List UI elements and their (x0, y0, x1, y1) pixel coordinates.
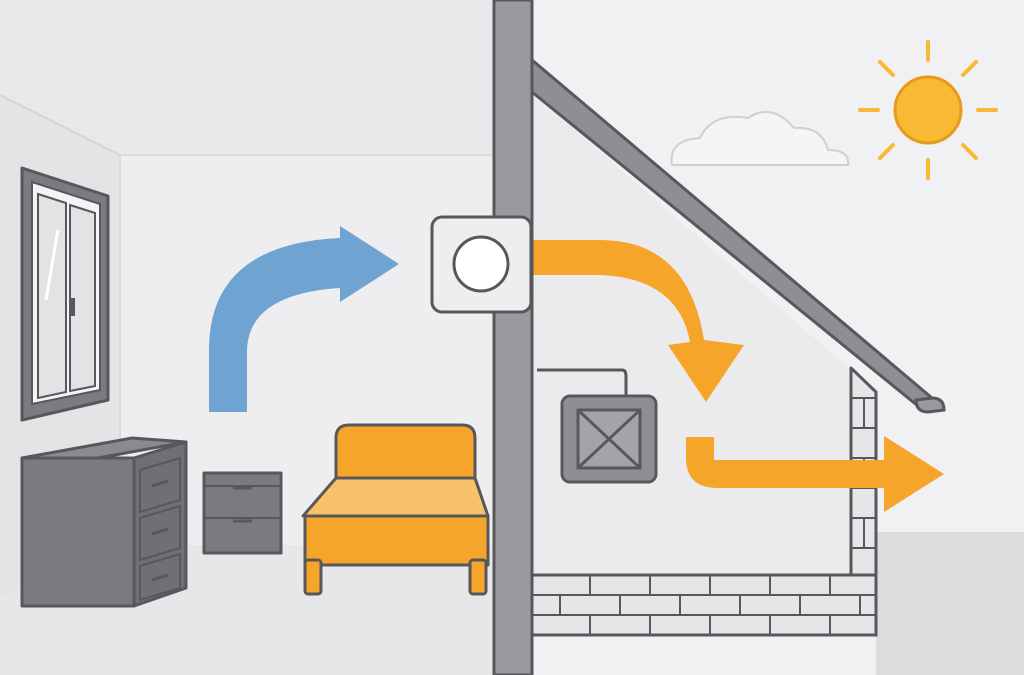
bed-icon (301, 423, 490, 596)
outdoor-ground (876, 532, 1024, 675)
sun-icon (858, 40, 998, 180)
gutter-icon (914, 396, 946, 414)
intake-airflow-arrow (209, 226, 399, 412)
wall-vent-icon (430, 215, 533, 314)
window-icon (20, 166, 110, 422)
attic-fan-icon (537, 368, 658, 484)
cloud-icon (670, 110, 850, 166)
exhaust-airflow-arrow (532, 240, 744, 402)
dresser-icon (20, 436, 188, 608)
bedroom-ceiling (0, 0, 494, 155)
dividing-wall (492, 0, 534, 675)
outflow-airflow-arrow (686, 436, 944, 512)
ceiling-corner-line (0, 94, 121, 156)
nightstand-icon (202, 471, 283, 555)
attic-brick-floor (530, 573, 878, 637)
